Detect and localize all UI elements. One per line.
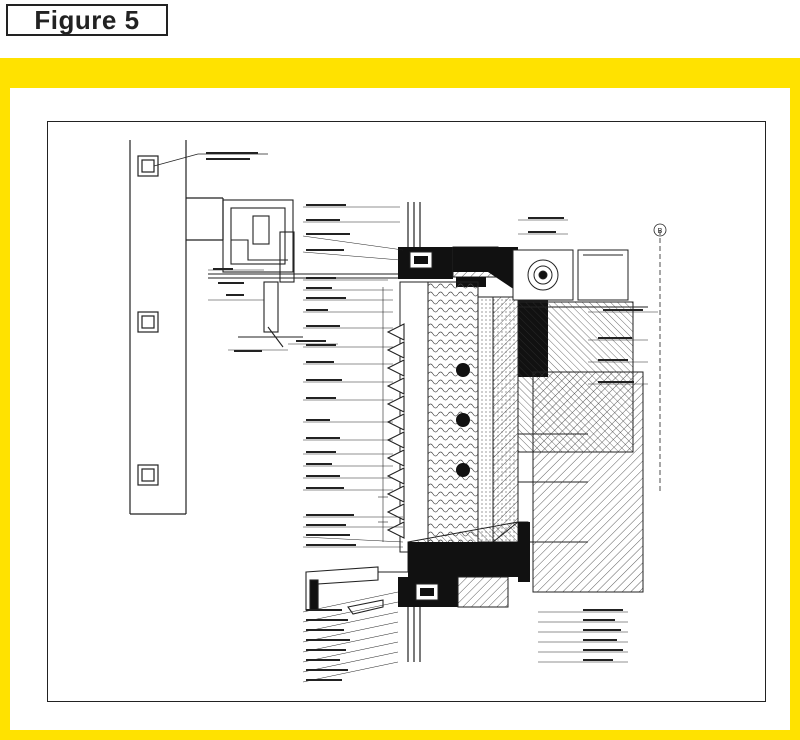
figure-label-text: Figure 5 (34, 4, 140, 35)
mechanical-unit (512, 249, 629, 301)
anchor-bolts (456, 363, 470, 477)
concrete-slab (517, 301, 648, 593)
wall-body (399, 281, 519, 553)
elevation-column (129, 140, 224, 515)
section-detail-drawing: B (129, 140, 667, 683)
grid-marker: B (658, 228, 663, 235)
sill-bracket (305, 566, 408, 615)
louvers (386, 323, 405, 539)
figure-label: Figure 5 (6, 4, 168, 36)
bottom-sill (398, 521, 530, 608)
bracket-assembly (208, 199, 408, 348)
technical-drawing: B (47, 121, 766, 702)
